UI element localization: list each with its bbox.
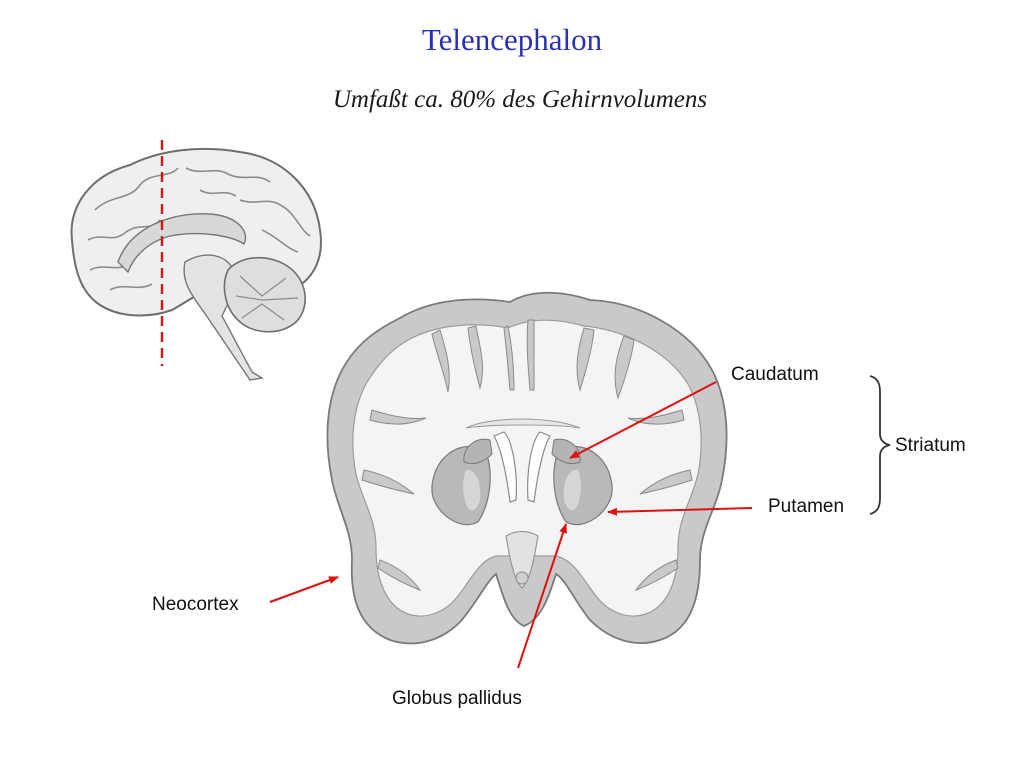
caudatum-arrow [569,381,717,459]
slide-subtitle: Umfaßt ca. 80% des Gehirnvolumens [332,86,708,113]
coronal-brain-section-illustration [326,291,728,645]
striatum-brace [869,375,891,515]
slide-title: Telencephalon [421,22,603,57]
putamen-arrow [607,507,753,516]
globus-pallidus-arrow [517,523,567,669]
label-striatum: Striatum [895,435,966,456]
label-globus-pallidus: Globus pallidus [392,688,522,709]
neocortex-arrow [269,576,339,603]
label-neocortex: Neocortex [152,594,239,615]
midsagittal-brain-illustration [70,140,322,381]
annotation-arrows [269,381,753,669]
label-caudatum: Caudatum [731,364,819,385]
label-putamen: Putamen [768,496,845,517]
